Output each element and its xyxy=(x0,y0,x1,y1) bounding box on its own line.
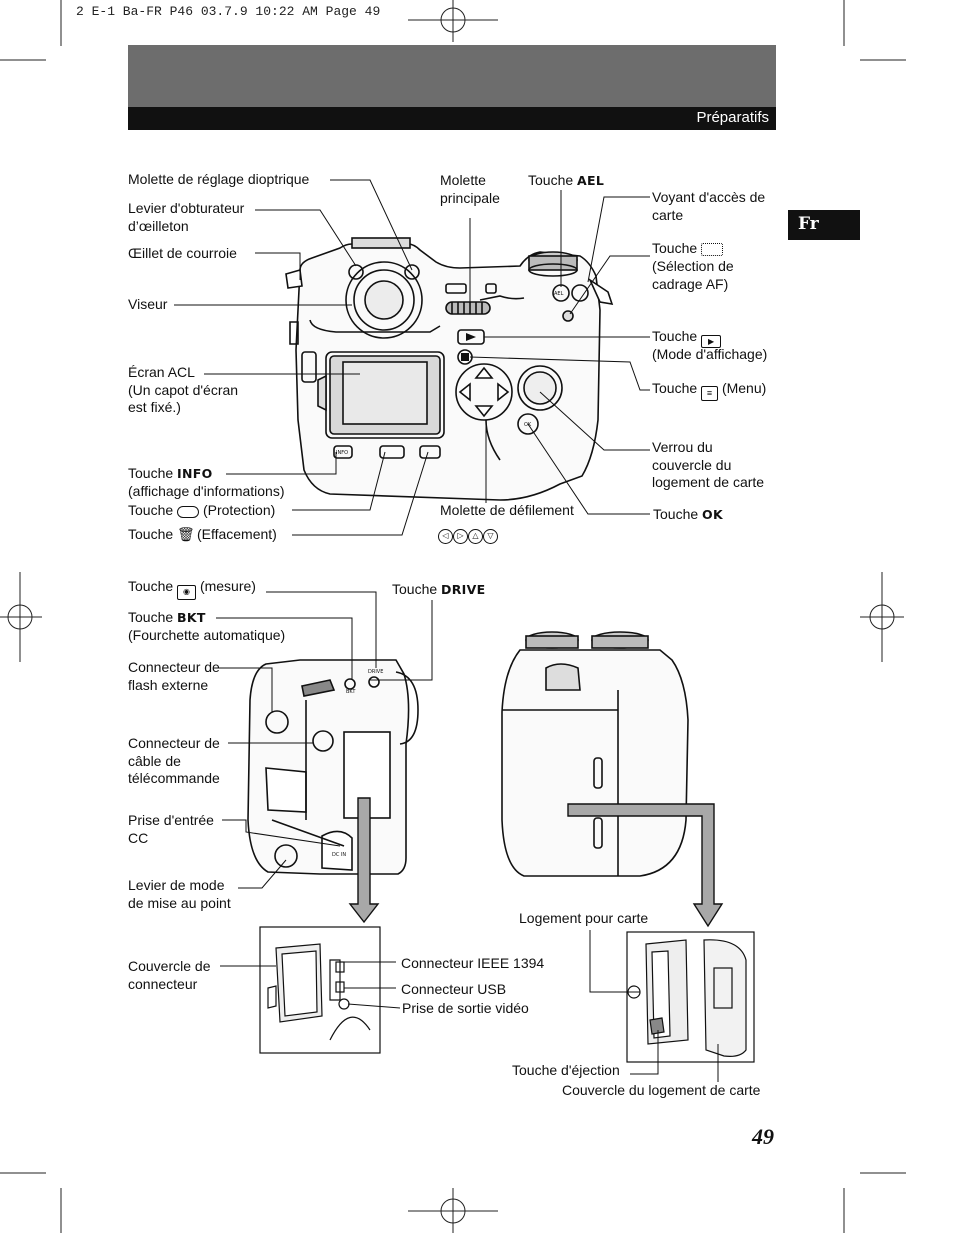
play-icon: ▶ xyxy=(701,335,722,348)
label-ejection: Touche d'éjection xyxy=(512,1062,620,1078)
leader-lines-side xyxy=(214,591,433,889)
leader-lines-inset-right xyxy=(589,930,719,1082)
touche-word: Touche xyxy=(652,328,698,344)
info-key: INFO xyxy=(177,466,213,481)
effacement-text: (Effacement) xyxy=(196,526,277,542)
language-tab: Fr xyxy=(788,210,860,240)
dcin-mark: DC IN xyxy=(332,852,346,858)
label-couvercle-logement: Couvercle du logement de carte xyxy=(562,1082,761,1098)
label-levier-obturateur: Levier d'obturateur d’œilleton xyxy=(128,200,245,234)
camera-side-illustration xyxy=(247,659,419,875)
left-arrow-icon: ◁ xyxy=(438,529,453,544)
connector-inset xyxy=(259,926,381,1054)
label-touche-effacement: Touche 🗑 (Effacement) xyxy=(128,526,277,544)
label-touche-menu: Touche ≡ (Menu) xyxy=(652,380,766,401)
bkt-key: BKT xyxy=(177,610,206,625)
key-icon xyxy=(177,506,200,518)
label-info-desc: (affichage d'informations) xyxy=(128,483,285,499)
section-title: Préparatifs xyxy=(696,109,769,126)
label-logement-carte: Logement pour carte xyxy=(519,910,649,926)
label-ecran-acl: Écran ACL (Un capot d'écran est fixé.) xyxy=(128,364,239,415)
label-touche-mesure: Touche ◉ (mesure) xyxy=(128,578,256,600)
label-levier-mode: Levier de mode de mise au point xyxy=(128,877,231,911)
label-touche-af: Touche xyxy=(652,240,724,258)
touche-word: Touche xyxy=(652,240,698,256)
section-header: Préparatifs xyxy=(128,107,776,130)
label-molette-reglage: Molette de réglage dioptrique xyxy=(128,171,310,187)
touche-word: Touche xyxy=(128,465,174,481)
label-selection-af: (Sélection de cadrage AF) xyxy=(652,258,734,292)
menu-text: (Menu) xyxy=(721,380,767,396)
touche-word: Touche xyxy=(392,581,438,597)
down-arrow-icon: ▽ xyxy=(483,529,498,544)
label-usb: Connecteur USB xyxy=(401,981,507,997)
touche-word: Touche xyxy=(653,506,699,522)
label-touche-play: Touche ▶ xyxy=(652,328,722,348)
trash-icon: 🗑 xyxy=(177,526,195,542)
camera-card-side-illustration xyxy=(501,631,689,877)
ok-key: OK xyxy=(702,507,723,522)
header-band xyxy=(128,45,776,107)
menu-icon: ≡ xyxy=(701,386,719,401)
af-frame-icon xyxy=(701,243,724,256)
crop-marks xyxy=(0,0,906,1233)
touche-word: Touche xyxy=(128,578,174,594)
label-molette-principale: Molette principale xyxy=(440,172,500,206)
up-arrow-icon: △ xyxy=(468,529,483,544)
label-touche-ael: Touche AEL xyxy=(528,172,604,190)
label-touche-ok: Touche OK xyxy=(653,506,723,524)
leader-lines-inset-left xyxy=(220,961,401,1009)
label-fourchette: (Fourchette automatique) xyxy=(128,627,286,643)
mesure-text: (mesure) xyxy=(199,578,256,594)
ok-button-mark[interactable]: OK xyxy=(524,422,532,428)
label-connecteur-cable: Connecteur de câble de télécommande xyxy=(128,735,220,786)
right-arrow-icon: ▷ xyxy=(453,529,468,544)
ael-key: AEL xyxy=(577,173,605,188)
info-button-mark[interactable]: INFO xyxy=(336,450,348,456)
camera-marks-svg: INFO OK AEL xyxy=(336,291,564,456)
label-molette-defilement: Molette de défilement xyxy=(440,502,574,518)
label-touche-info: Touche INFO xyxy=(128,465,213,483)
touche-word: Touche xyxy=(128,502,174,518)
label-mode-affichage: (Mode d'affichage) xyxy=(652,346,768,362)
touche-word: Touche xyxy=(652,380,698,396)
metering-icon: ◉ xyxy=(177,585,197,600)
label-viseur: Viseur xyxy=(128,296,168,312)
label-touche-protection: Touche (Protection) xyxy=(128,502,275,520)
label-verrou: Verrou du couvercle du logement de carte xyxy=(652,439,765,490)
label-touche-bkt: Touche BKT xyxy=(128,609,206,627)
label-ieee: Connecteur IEEE 1394 xyxy=(401,955,545,971)
label-couvercle-connecteur: Couvercle de connecteur xyxy=(128,958,211,992)
protection-text: (Protection) xyxy=(202,502,276,518)
print-slug: 2 E-1 Ba-FR P46 03.7.9 10:22 AM Page 49 xyxy=(76,4,381,19)
label-video: Prise de sortie vidéo xyxy=(402,1000,529,1016)
gray-arrows xyxy=(348,797,724,928)
label-prise-cc: Prise d'entrée CC xyxy=(128,812,214,846)
card-slot-inset xyxy=(626,931,755,1063)
label-voyant: Voyant d'accès de carte xyxy=(652,189,766,223)
touche-word: Touche xyxy=(128,526,174,542)
drive-key: DRIVE xyxy=(441,582,486,597)
label-oeillet: Œillet de courroie xyxy=(128,245,237,261)
side-marks-svg: DRIVE BKT DC IN xyxy=(332,669,383,858)
label-connecteur-flash: Connecteur de flash externe xyxy=(128,659,220,693)
leader-lines-rear xyxy=(174,179,650,536)
page-number: 49 xyxy=(752,1124,774,1149)
touche-word: Touche xyxy=(128,609,174,625)
label-touche-drive: Touche DRIVE xyxy=(392,581,485,599)
drive-mark: DRIVE xyxy=(368,669,383,675)
bkt-mark: BKT xyxy=(346,689,356,695)
scroll-wheel-arrows: ◁▷△▽ xyxy=(438,522,498,544)
camera-rear-illustration xyxy=(285,237,614,501)
touche-word: Touche xyxy=(528,172,574,188)
ael-button-mark[interactable]: AEL xyxy=(554,291,564,297)
language-tab-label: Fr xyxy=(798,214,819,234)
